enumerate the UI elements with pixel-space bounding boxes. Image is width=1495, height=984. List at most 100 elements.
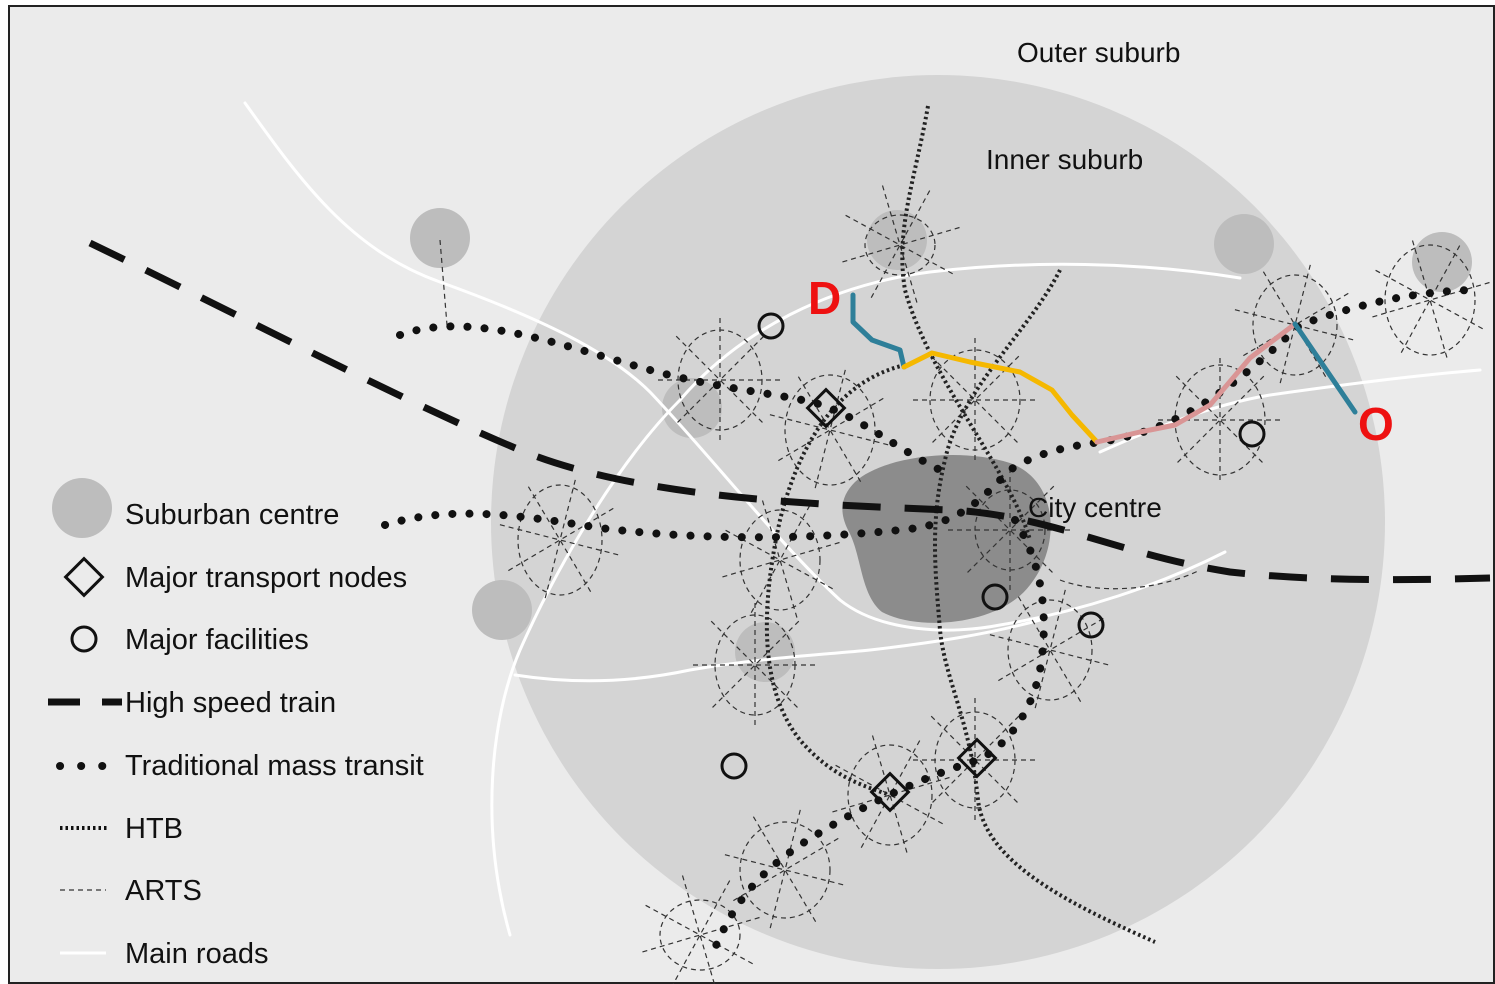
suburban-centre-symbol — [52, 478, 112, 538]
arts-catchment — [517, 484, 603, 596]
suburban-centre — [472, 580, 532, 640]
transport-node-symbol — [63, 556, 105, 598]
od-route — [850, 292, 1358, 445]
arts-spoke — [1234, 309, 1356, 341]
route-first-leg — [850, 292, 907, 370]
arts-catchment — [1007, 599, 1093, 701]
route-middle-leg — [901, 350, 1100, 445]
mass-transit-line — [396, 322, 944, 474]
suburban-centre — [1214, 214, 1274, 274]
arts-spoke — [776, 397, 884, 463]
arts-spoke — [645, 904, 755, 966]
legend-label-major-transport-nodes: Major transport nodes — [125, 562, 407, 594]
major-transport-node — [869, 771, 911, 813]
arts-catchment — [1252, 274, 1338, 376]
arts-catchment — [1384, 244, 1476, 356]
arts-spoke — [1017, 596, 1083, 704]
legend-label-high-speed-train: High speed train — [125, 687, 336, 719]
arts-spoke — [871, 735, 909, 855]
major-facility — [981, 583, 1009, 611]
legend-label-htb: HTB — [125, 813, 183, 845]
arts-spoke — [710, 620, 800, 710]
htb-network — [764, 105, 1156, 944]
arts-spoke — [731, 837, 839, 903]
legend-label-traditional-mass-transit: Traditional mass transit — [125, 750, 424, 782]
major-transport-node — [956, 737, 998, 779]
arts-spoke — [930, 715, 1020, 805]
city-centre-area — [842, 455, 1051, 623]
arts-spoke — [965, 485, 1055, 575]
arts-spoke — [769, 809, 801, 931]
arts-spoke — [681, 875, 716, 984]
major-facilities — [720, 312, 1266, 780]
high-speed-train-line — [88, 239, 1491, 584]
main-road — [490, 262, 1242, 937]
major-transport-nodes — [805, 387, 998, 813]
arts-spoke — [996, 617, 1104, 683]
arts-spoke — [675, 335, 765, 425]
arts-spoke — [930, 715, 1020, 805]
htb-line — [900, 105, 1032, 541]
arts-spoke — [672, 880, 731, 984]
arts-spoke — [506, 507, 614, 573]
arts-spoke — [1399, 245, 1461, 355]
legend: Suburban centre Major transport nodes Ma… — [48, 478, 424, 970]
inner-suburb-label: Inner suburb — [986, 144, 1143, 175]
origin-label: O — [1358, 398, 1394, 450]
city-centre-label: City centre — [1028, 492, 1162, 523]
arts-spokes — [499, 185, 1490, 984]
arts-spoke — [752, 816, 818, 924]
legend-label-main-roads: Main roads — [125, 938, 268, 970]
major-facility — [1238, 420, 1266, 448]
legend-item-main-roads: Main roads — [60, 938, 268, 970]
arts-spoke — [710, 620, 800, 710]
arts-link — [1059, 569, 1201, 590]
destination-label: D — [808, 272, 841, 324]
arts-spoke — [675, 335, 765, 425]
main-road — [513, 618, 1042, 683]
arts-spoke — [1411, 240, 1449, 360]
major-facility — [720, 752, 748, 780]
legend-label-suburban-centre: Suburban centre — [125, 499, 339, 531]
legend-item-high-speed-train: High speed train — [48, 687, 336, 719]
arts-spoke — [544, 479, 576, 601]
traditional-mass-transit — [381, 286, 1474, 964]
suburban-centre — [735, 622, 795, 682]
arts-spoke — [1262, 271, 1328, 379]
arts-spoke — [720, 541, 840, 579]
arts-catchment — [847, 744, 933, 846]
legend-item-traditional-mass-transit: Traditional mass transit — [56, 750, 424, 782]
legend-item-suburban-centre: Suburban centre — [52, 478, 339, 538]
route-last-leg — [1292, 321, 1358, 415]
legend-item-major-facilities: Major facilities — [70, 624, 309, 656]
arts-spoke — [881, 185, 919, 305]
major-transport-node — [805, 387, 847, 429]
arts-spoke — [1279, 264, 1311, 386]
arts-spoke — [869, 190, 931, 300]
suburban-centre — [867, 210, 927, 270]
mass-transit-line — [381, 286, 1474, 542]
arts-spoke — [1241, 292, 1349, 358]
arts-spoke — [724, 854, 846, 886]
arts-spoke — [989, 634, 1111, 666]
arts-spoke — [769, 414, 891, 446]
arts-spoke — [965, 485, 1055, 575]
legend-item-arts: ARTS — [60, 875, 202, 907]
arts-catchment — [739, 509, 821, 611]
main-roads — [243, 101, 1482, 937]
arts-network — [439, 185, 1490, 984]
arts-spoke — [749, 505, 811, 615]
arts-catchment — [659, 899, 741, 971]
outer-suburb-label: Outer suburb — [1017, 37, 1180, 68]
arts-spoke — [1370, 281, 1490, 319]
route-right-leg — [1094, 321, 1298, 445]
arts-spoke — [830, 776, 950, 814]
arts-spoke — [761, 500, 799, 620]
legend-label-arts: ARTS — [125, 875, 202, 907]
major-facility — [757, 312, 785, 340]
arts-spoke — [1034, 589, 1066, 711]
legend-label-major-facilities: Major facilities — [125, 624, 309, 656]
arts-spoke — [797, 376, 863, 484]
